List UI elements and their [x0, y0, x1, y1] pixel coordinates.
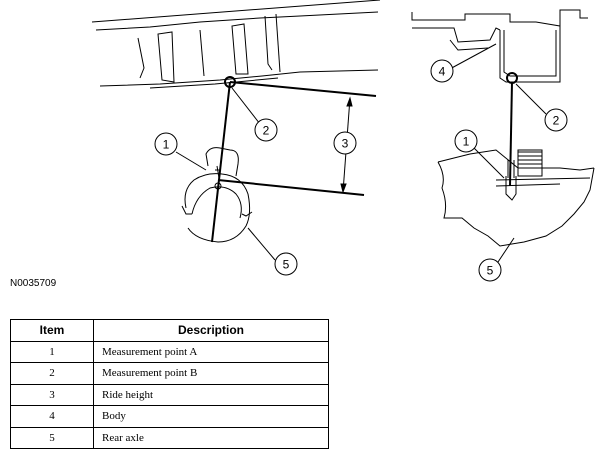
callout-4: 4 [430, 59, 454, 83]
legend-item-number: 2 [10, 362, 94, 385]
callout-1-right: 1 [454, 129, 478, 153]
svg-text:1: 1 [463, 135, 470, 149]
measurement-line-right [509, 81, 513, 187]
legend-item-description: Measurement point B [93, 362, 329, 385]
legend-item-number: 1 [10, 340, 94, 363]
ride-height-dimension-arrow [340, 96, 353, 194]
legend-item-number: 5 [10, 426, 94, 449]
table-row: 3 Ride height [10, 383, 329, 406]
callout-5-right: 5 [478, 258, 502, 282]
callout-1-left: 1 [154, 132, 178, 156]
table-row: 5 Rear axle [10, 426, 329, 449]
callout-3: 3 [333, 131, 357, 155]
callout-5-left: 5 [274, 252, 298, 276]
legend-item-number: 4 [10, 405, 94, 428]
ride-height-lower-line [217, 179, 365, 196]
table-row: 4 Body [10, 405, 329, 428]
left-rear-axle [181, 147, 253, 243]
legend-item-description: Rear axle [93, 426, 329, 449]
svg-text:1: 1 [163, 138, 170, 152]
legend-item-number: 3 [10, 383, 94, 406]
table-row: 2 Measurement point B [10, 362, 329, 385]
svg-text:2: 2 [553, 114, 560, 128]
callout-2-left: 2 [254, 118, 278, 142]
legend-item-description: Measurement point A [93, 340, 329, 363]
left-body-frame [91, 0, 381, 89]
legend-header-item: Item [10, 319, 94, 342]
figure-id-label: N0035709 [10, 278, 57, 289]
measurement-line-left [211, 81, 231, 243]
svg-text:5: 5 [283, 258, 290, 272]
svg-text:5: 5 [487, 264, 494, 278]
table-row: 1 Measurement point A [10, 340, 329, 363]
ride-height-illustration: 1 2 3 5 4 1 2 5 [91, 0, 595, 282]
svg-text:4: 4 [439, 65, 446, 79]
legend-table: Item Description 1 Measurement point A 2… [10, 319, 329, 449]
callout-leaders [175, 43, 547, 269]
legend-item-description: Body [93, 405, 329, 428]
svg-text:3: 3 [342, 137, 349, 151]
right-rear-axle [437, 149, 595, 247]
svg-text:2: 2 [263, 124, 270, 138]
callout-2-right: 2 [544, 108, 568, 132]
legend-header-row: Item Description [10, 319, 329, 342]
ride-height-upper-line [229, 81, 377, 97]
right-body-frame [411, 9, 588, 83]
legend-header-description: Description [93, 319, 329, 342]
legend-item-description: Ride height [93, 383, 329, 406]
